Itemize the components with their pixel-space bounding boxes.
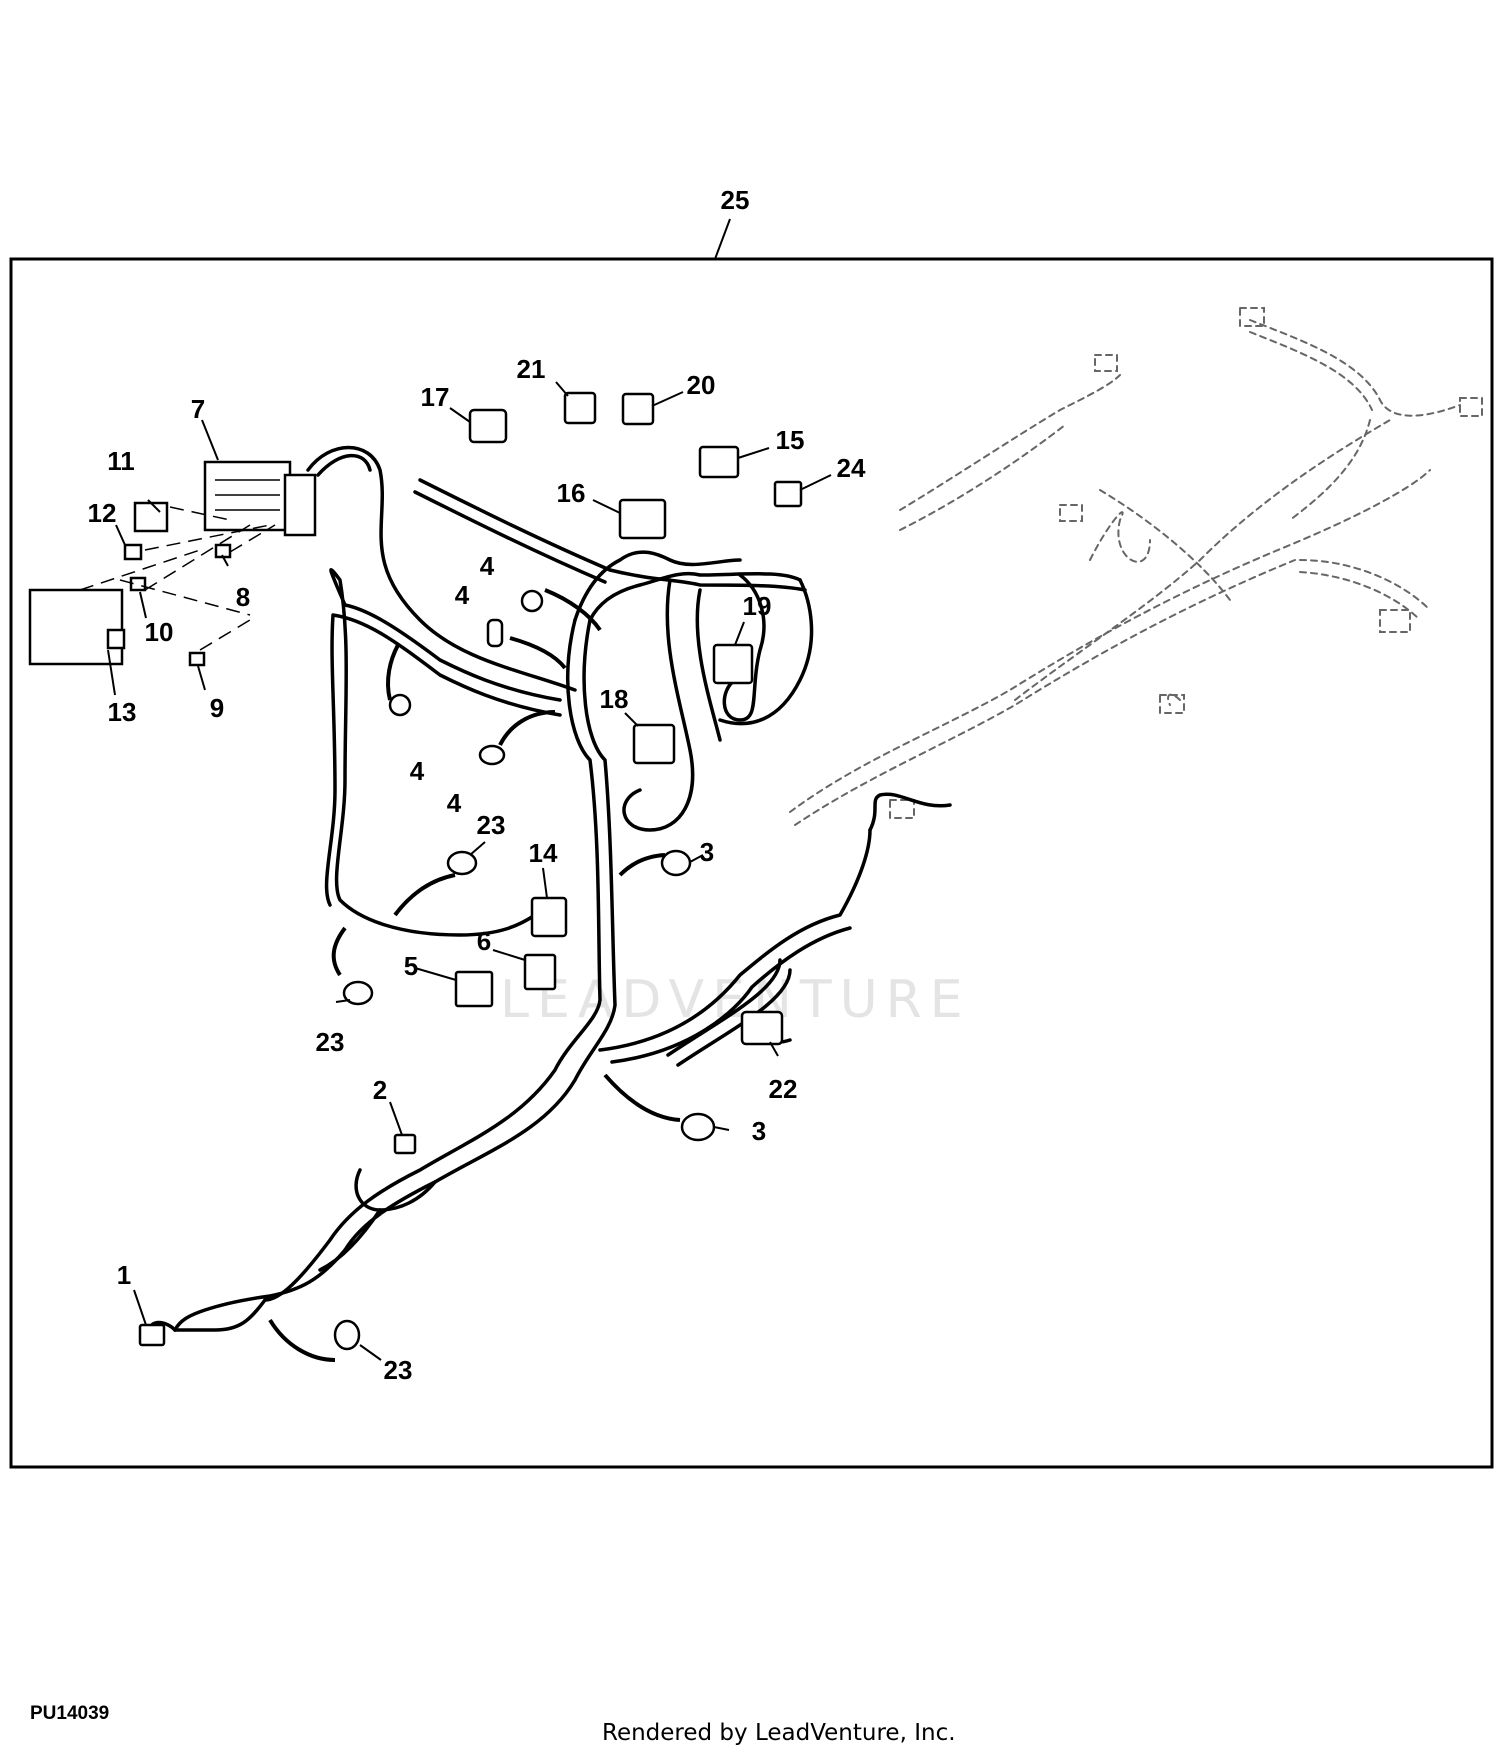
part-17-connector[interactable] — [468, 408, 508, 444]
callout-18: 18 — [600, 684, 629, 714]
part-6-connector[interactable] — [523, 953, 557, 991]
part-3-clip-a[interactable] — [660, 849, 692, 877]
part-4-clip-b[interactable] — [486, 618, 504, 648]
part-3-clip-b[interactable] — [680, 1112, 716, 1142]
callout-2: 2 — [373, 1075, 387, 1105]
callout-16: 16 — [557, 478, 586, 508]
part-4-clip-c[interactable] — [388, 693, 412, 717]
callout-22: 22 — [769, 1074, 798, 1104]
callout-3-b: 3 — [752, 1116, 766, 1146]
part-10-fuse[interactable] — [129, 576, 147, 592]
part-23-clip-a[interactable] — [446, 850, 478, 876]
callout-13: 13 — [108, 697, 137, 727]
callout-24: 24 — [837, 453, 866, 483]
callout-4-c: 4 — [410, 756, 425, 786]
callout-4-d: 4 — [447, 788, 462, 818]
part-9-fuse[interactable] — [188, 651, 206, 667]
leader-25 — [714, 218, 731, 260]
assembly-arrows — [268, 588, 681, 1362]
callout-10: 10 — [145, 617, 174, 647]
callout-12: 12 — [88, 498, 117, 528]
part-4-clip-d[interactable] — [478, 744, 506, 766]
reference-harness-ghost — [789, 307, 1483, 826]
part-19-connector[interactable] — [712, 643, 754, 685]
fuse-assembly-lines — [79, 506, 276, 651]
part-15-connector[interactable] — [698, 445, 740, 479]
part-7-fuse-block[interactable] — [203, 460, 317, 537]
callout-1: 1 — [117, 1260, 131, 1290]
callout-5: 5 — [404, 951, 418, 981]
callout-25: 25 — [721, 185, 750, 215]
main-harness-trunk — [148, 445, 952, 1332]
figure-id: PU14039 — [30, 1703, 110, 1724]
part-14-connector[interactable] — [530, 896, 568, 938]
callout-9: 9 — [210, 693, 224, 723]
callout-20: 20 — [687, 370, 716, 400]
part-16-connector[interactable] — [618, 498, 667, 540]
part-12-fuse[interactable] — [123, 543, 143, 561]
callout-4-b: 4 — [455, 580, 470, 610]
part-21-connector[interactable] — [563, 391, 597, 425]
callout-7: 7 — [191, 394, 205, 424]
diagram-frame — [9, 257, 1494, 1469]
part-22-connector[interactable] — [740, 1010, 784, 1046]
part-13-module[interactable] — [28, 588, 126, 666]
part-23-clip-b[interactable] — [342, 980, 374, 1006]
part-5-connector[interactable] — [454, 970, 494, 1008]
callout-21: 21 — [517, 354, 546, 384]
callout-labels: 25 7 11 12 8 10 9 13 17 21 20 15 16 24 4… — [88, 185, 866, 1385]
callout-23-b: 23 — [316, 1027, 345, 1057]
callout-15: 15 — [776, 425, 805, 455]
callout-6: 6 — [477, 926, 491, 956]
render-credit: Rendered by LeadVenture, Inc. — [602, 1720, 956, 1746]
part-20-connector[interactable] — [621, 392, 655, 426]
part-2-connector[interactable] — [393, 1133, 417, 1155]
part-18-connector[interactable] — [632, 723, 676, 765]
callout-17: 17 — [421, 382, 450, 412]
callout-4-a: 4 — [480, 551, 495, 581]
part-1-connector[interactable] — [138, 1323, 166, 1347]
part-23-clip-c[interactable] — [333, 1319, 361, 1351]
callout-3-a: 3 — [700, 837, 714, 867]
callout-11: 11 — [107, 446, 135, 476]
callout-23-a: 23 — [477, 810, 506, 840]
callout-23-c: 23 — [384, 1355, 413, 1385]
part-11-relay[interactable] — [133, 501, 169, 533]
callout-14: 14 — [529, 838, 558, 868]
part-4-clip-a[interactable] — [520, 589, 544, 613]
callout-8: 8 — [236, 582, 250, 612]
part-24-connector[interactable] — [773, 480, 803, 508]
callout-19: 19 — [743, 591, 772, 621]
watermark: LEADVENTURE — [500, 970, 971, 1030]
callout-leaders — [107, 381, 832, 1361]
